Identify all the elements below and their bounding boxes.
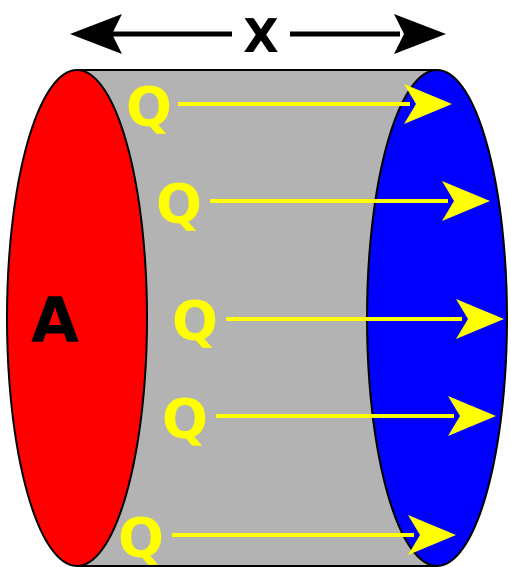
- length-label: X: [243, 9, 278, 63]
- flow-arrowhead: [442, 181, 490, 221]
- flow-arrowhead: [456, 299, 504, 339]
- flow-arrow: Q: [162, 388, 496, 451]
- flow-arrow: Q: [118, 507, 456, 567]
- heat-flow-arrows: Q Q Q Q Q: [118, 76, 504, 567]
- flow-label: Q: [172, 290, 218, 353]
- flow-arrowhead: [408, 515, 456, 555]
- flow-arrow: Q: [126, 76, 452, 139]
- flow-arrow: Q: [156, 173, 490, 236]
- flow-arrowhead: [448, 396, 496, 436]
- flow-arrowhead: [404, 84, 452, 124]
- flow-label: Q: [162, 388, 208, 451]
- length-dimension-arrow: X: [70, 9, 446, 63]
- area-label: A: [31, 284, 79, 357]
- flow-arrow: Q: [172, 290, 504, 353]
- dimension-arrowhead-right: [394, 14, 446, 54]
- dimension-arrowhead-left: [70, 14, 122, 54]
- flow-label: Q: [118, 507, 164, 567]
- hot-face: [6, 69, 148, 567]
- flow-label: Q: [126, 76, 172, 139]
- flow-label: Q: [156, 173, 202, 236]
